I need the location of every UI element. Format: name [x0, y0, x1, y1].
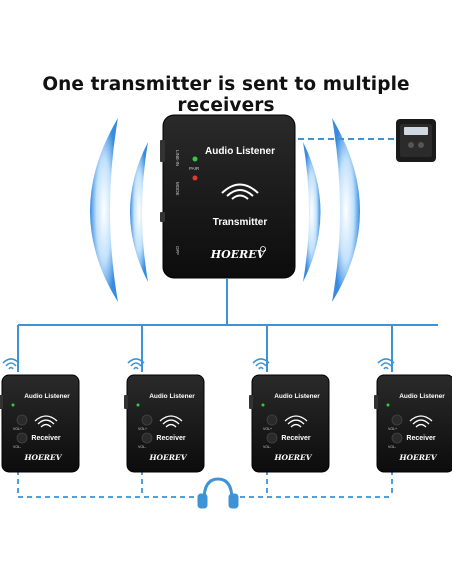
receiver-wireless-icon — [159, 415, 183, 428]
volume-down-label: VOL- — [263, 445, 272, 449]
receiver-signal-icon — [377, 358, 395, 370]
receiver-signal-icon — [252, 358, 270, 370]
volume-up-button[interactable] — [141, 414, 153, 426]
audio-source-device — [396, 119, 436, 162]
power-led — [192, 175, 198, 181]
receiver-role: Receiver — [31, 435, 60, 442]
receiver-title: Audio Listener — [149, 393, 195, 400]
side-label-off: OFF — [175, 246, 180, 255]
volume-down-button[interactable] — [16, 432, 28, 444]
receiver-signal-icon — [2, 358, 20, 370]
volume-up-label: VOL+ — [138, 427, 147, 431]
receiver-wireless-icon — [284, 415, 308, 428]
pair-led — [192, 156, 198, 162]
pair-label: PAIR — [189, 166, 200, 171]
side-label-mode: MODE — [175, 182, 180, 196]
left-signal-waves — [90, 118, 148, 302]
receiver-role: Receiver — [406, 435, 435, 442]
receiver-brand-logo: HOEREV — [398, 453, 437, 462]
right-signal-waves — [303, 118, 360, 302]
receiver-brand-logo: HOEREV — [273, 453, 312, 462]
receiver-title: Audio Listener — [274, 393, 320, 400]
volume-up-label: VOL+ — [388, 427, 397, 431]
headphone-icon — [197, 477, 239, 509]
volume-up-label: VOL+ — [13, 427, 22, 431]
receiver-brand-logo: HOEREV — [148, 453, 187, 462]
receivers-group: Audio ListenerReceiverVOL+VOL-HOEREVAudi… — [0, 358, 452, 473]
volume-down-button[interactable] — [266, 432, 278, 444]
volume-down-label: VOL- — [388, 445, 397, 449]
volume-down-label: VOL- — [138, 445, 147, 449]
receiver-role: Receiver — [156, 435, 185, 442]
receiver-title: Audio Listener — [399, 393, 445, 400]
transmitter-title: Audio Listener — [205, 146, 275, 157]
receiver-signal-icon — [127, 358, 145, 370]
receiver-role: Receiver — [281, 435, 310, 442]
volume-up-button[interactable] — [16, 414, 28, 426]
volume-up-button[interactable] — [266, 414, 278, 426]
receiver-wireless-icon — [34, 415, 58, 428]
wireless-icon — [221, 183, 259, 200]
receiver-title: Audio Listener — [24, 393, 70, 400]
volume-down-button[interactable] — [141, 432, 153, 444]
volume-up-label: VOL+ — [263, 427, 272, 431]
volume-down-label: VOL- — [13, 445, 22, 449]
side-label-line-in: LINE-IN — [175, 150, 180, 166]
transmitter-role: Transmitter — [213, 217, 268, 228]
receiver-brand-logo: HOEREV — [23, 453, 62, 462]
volume-down-button[interactable] — [391, 432, 403, 444]
receiver-wireless-icon — [409, 415, 433, 428]
transmitter-brand-logo: HOEREV — [210, 248, 267, 261]
volume-up-button[interactable] — [391, 414, 403, 426]
headline: One transmitter is sent to multiple rece… — [42, 74, 410, 116]
headphone-dashed-bus — [17, 470, 393, 498]
receiver-connector-tree — [17, 278, 438, 372]
transmitter-device: PAIR LINE-IN MODE OFF Audio Listener Tra… — [160, 114, 296, 279]
